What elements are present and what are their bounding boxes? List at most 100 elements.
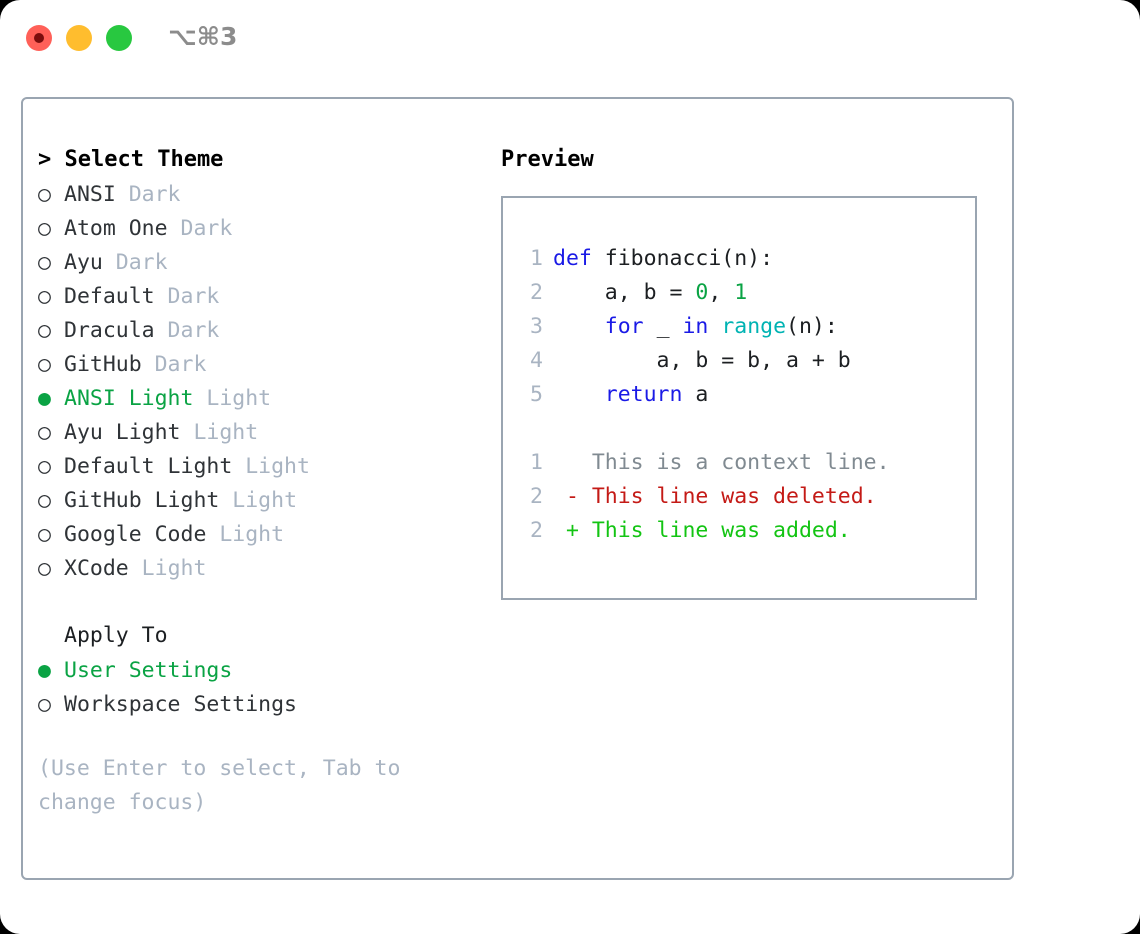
radio-unselected-icon: ○ — [38, 692, 51, 717]
theme-list: ○ANSI Dark○Atom One Dark○Ayu Dark○Defaul… — [38, 178, 478, 586]
theme-kind-label: Dark — [141, 352, 207, 377]
theme-name: Dracula — [64, 318, 155, 343]
theme-list-item[interactable]: ○ ANSI Dark — [38, 178, 478, 212]
code-token: fibonacci(n): — [591, 246, 774, 271]
apply-to-option[interactable]: ○Workspace Settings — [38, 688, 478, 722]
theme-name: ANSI Light — [64, 386, 194, 411]
theme-name: Atom One — [64, 216, 168, 241]
code-line-number: 5 — [530, 382, 543, 407]
code-token — [553, 314, 605, 339]
theme-name: Ayu Light — [64, 420, 181, 445]
code-token: range — [721, 314, 787, 339]
theme-kind-label: Dark — [102, 250, 168, 275]
theme-kind-label: Light — [232, 454, 310, 479]
radio-unselected-icon: ○ — [38, 250, 51, 275]
section-spacer — [38, 586, 478, 618]
radio-unselected-icon: ○ — [38, 318, 51, 343]
theme-list-item[interactable]: ○ GitHub Light Light — [38, 484, 478, 518]
theme-picker-column: > Select Theme ○ANSI Dark○Atom One Dark○… — [38, 142, 478, 820]
theme-kind-label: Dark — [154, 284, 220, 309]
theme-kind-label: Light — [180, 420, 259, 445]
code-token — [553, 382, 605, 407]
maximize-button[interactable] — [106, 25, 132, 51]
diff-line-number: 1 — [530, 450, 543, 475]
keyboard-hint: (Use Enter to select, Tab to change focu… — [38, 756, 401, 815]
code-line-number: 4 — [530, 348, 543, 373]
code-token: in — [682, 314, 709, 339]
main-panel: > Select Theme ○ANSI Dark○Atom One Dark○… — [21, 97, 1014, 880]
minimize-button[interactable] — [66, 25, 92, 51]
code-line: 3 for _ in range(n): — [519, 310, 975, 344]
theme-name: XCode — [64, 556, 129, 581]
theme-name: Ayu — [64, 250, 103, 275]
theme-list-item[interactable]: ○ Google Code Light — [38, 518, 478, 552]
theme-kind-label: Dark — [167, 216, 233, 241]
apply-to-header: Apply To — [64, 623, 168, 648]
theme-kind-label: Light — [128, 556, 207, 581]
code-line: 5 return a — [519, 378, 975, 412]
code-line-number: 2 — [530, 280, 543, 305]
code-line: 4 a, b = b, a + b — [519, 344, 975, 378]
theme-list-item[interactable]: ○Dracula Dark — [38, 314, 478, 348]
theme-name: GitHub — [64, 352, 142, 377]
code-line: 1 def fibonacci(n): — [519, 242, 975, 276]
preview-header: Preview — [501, 147, 594, 172]
diff-line: 2 + This line was added. — [519, 514, 975, 548]
diff-line-number: 2 — [530, 518, 543, 543]
theme-kind-label: Light — [219, 488, 298, 513]
diff-line: 1 This is a context line. — [519, 446, 975, 480]
theme-kind-label: Light — [193, 386, 272, 411]
diff-line-text: - This line was deleted. — [553, 484, 877, 509]
title-bar: ⌥⌘3 — [0, 0, 1140, 78]
radio-unselected-icon: ○ — [38, 182, 51, 207]
close-icon — [34, 33, 44, 43]
code-token: , — [708, 280, 735, 305]
code-token: 1 — [734, 280, 748, 305]
theme-list-item[interactable]: ○Ayu Light Light — [38, 416, 478, 450]
code-token: for — [604, 314, 644, 339]
theme-list-item[interactable]: ○ Default Light Light — [38, 450, 478, 484]
code-token: return — [604, 382, 683, 407]
apply-to-option[interactable]: ●User Settings — [38, 654, 478, 688]
radio-selected-icon: ● — [38, 386, 51, 411]
apply-to-list: ●User Settings○Workspace Settings — [38, 654, 478, 722]
code-line-number: 3 — [530, 314, 543, 339]
code-token: _ — [643, 314, 683, 339]
radio-unselected-icon: ○ — [38, 216, 51, 241]
code-token: a, b = b, a + b — [553, 348, 851, 373]
theme-name: GitHub Light — [64, 488, 220, 513]
radio-unselected-icon: ○ — [38, 454, 51, 479]
diff-line-text: This is a context line. — [553, 450, 890, 475]
code-token: (n): — [786, 314, 838, 339]
radio-unselected-icon: ○ — [38, 556, 51, 581]
diff-line-text: + This line was added. — [553, 518, 851, 543]
theme-list-item[interactable]: ● ANSI Light Light — [38, 382, 478, 416]
theme-list-item[interactable]: ○ Ayu Dark — [38, 246, 478, 280]
radio-unselected-icon: ○ — [38, 488, 51, 513]
radio-unselected-icon: ○ — [38, 284, 51, 309]
code-token: a — [682, 382, 709, 407]
radio-unselected-icon: ○ — [38, 352, 51, 377]
theme-list-item[interactable]: ○ GitHub Dark — [38, 348, 478, 382]
theme-list-item[interactable]: ○Default Dark — [38, 280, 478, 314]
theme-name: ANSI — [64, 182, 116, 207]
code-line-number: 1 — [530, 246, 543, 271]
code-token: def — [553, 246, 592, 271]
apply-to-label: User Settings — [64, 658, 233, 683]
theme-list-item[interactable]: ○ XCode Light — [38, 552, 478, 586]
code-token: a, b = — [553, 280, 696, 305]
theme-kind-label: Light — [206, 522, 285, 547]
theme-kind-label: Dark — [115, 182, 181, 207]
diff-line: 2 - This line was deleted. — [519, 480, 975, 514]
theme-list-item[interactable]: ○ Atom One Dark — [38, 212, 478, 246]
theme-name: Google Code — [64, 522, 207, 547]
radio-unselected-icon: ○ — [38, 522, 51, 547]
theme-picker-header: > Select Theme — [38, 147, 224, 172]
theme-name: Default Light — [64, 454, 233, 479]
diff-sample: 1 This is a context line.2 - This line w… — [519, 446, 975, 548]
window-title: ⌥⌘3 — [168, 22, 238, 51]
